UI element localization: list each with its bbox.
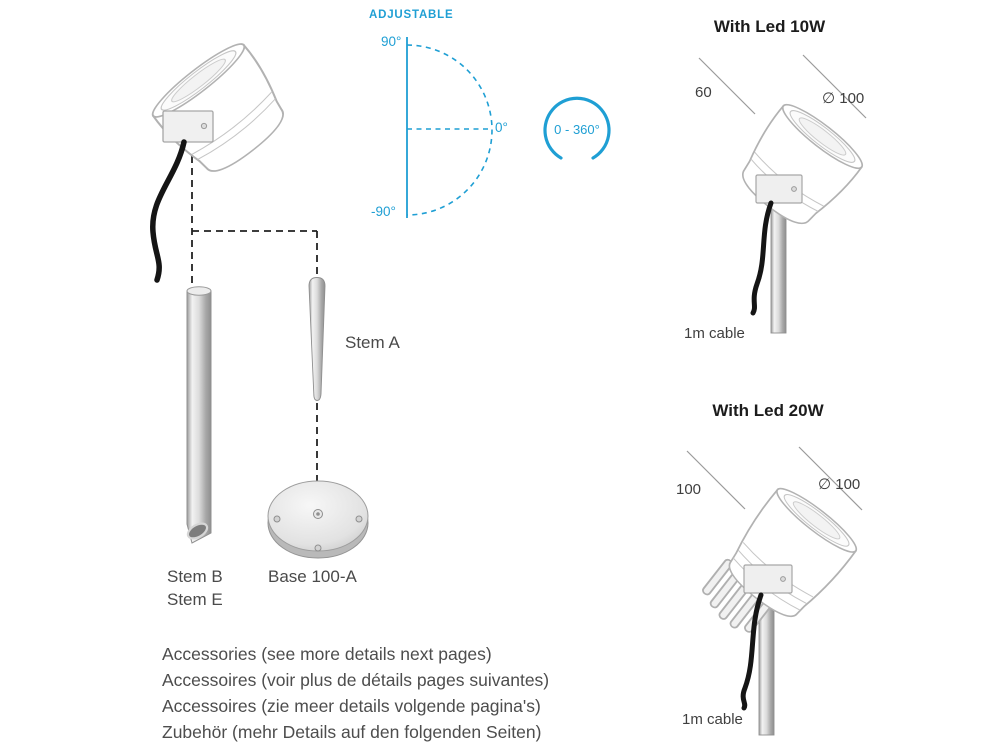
cable-20w [740,592,764,711]
adjustable-title: ADJUSTABLE [369,9,454,21]
dim-line-100 [686,450,746,510]
base-100a-drawing [267,480,369,559]
dim-line-60 [698,57,756,115]
led10w-drawing [698,54,870,334]
angle-0-label: 0° [495,120,508,135]
stem-a-drawing [308,277,326,401]
mounting-bracket [162,110,214,143]
led20w-diameter-dim: ∅ 100 [818,476,861,493]
accessories-note-de: Zubehör (mehr Details auf den folgenden … [162,722,542,742]
led20w-width-dim: 100 [676,481,702,498]
pole-10w [770,198,787,334]
accessories-note-nl: Accessoires (zie meer details volgende p… [162,696,541,716]
construction-dashed-lines [191,144,318,487]
adjustable-angle-diagram [406,37,493,218]
stem-a-label: Stem A [345,333,400,352]
led20w-drawing [686,446,864,736]
accessories-notes: Accessories (see more details next pages… [162,641,549,745]
stem-b-label: Stem B [167,567,223,586]
main-spotlight-drawing [145,35,318,487]
led10w-diameter-dim: ∅ 100 [822,90,865,107]
power-cable [150,139,187,283]
bracket-20w [743,564,793,594]
accessories-note-en: Accessories (see more details next pages… [162,644,492,664]
angle-neg90-label: -90° [371,204,396,219]
led10w-heading: With Led 10W [713,17,826,36]
stem-e-label: Stem E [167,590,223,609]
rotation-range-label: 0 - 360° [554,122,600,137]
base-100a-label: Base 100-A [268,567,357,586]
rotation-360-symbol [543,96,611,160]
led20w-heading: With Led 20W [712,401,824,420]
accessories-note-fr: Accessoires (voir plus de détails pages … [162,670,550,690]
angle-90-label: 90° [381,34,402,49]
led10w-width-dim: 60 [695,84,712,101]
dim-line-diameter-20w [798,446,863,511]
cable-10w [750,200,774,316]
led10w-cable-label: 1m cable [684,325,745,342]
led20w-cable-label: 1m cable [682,711,743,728]
bracket-10w [755,174,803,204]
stem-b-drawing [186,286,212,544]
dim-line-diameter-10w [802,54,867,119]
